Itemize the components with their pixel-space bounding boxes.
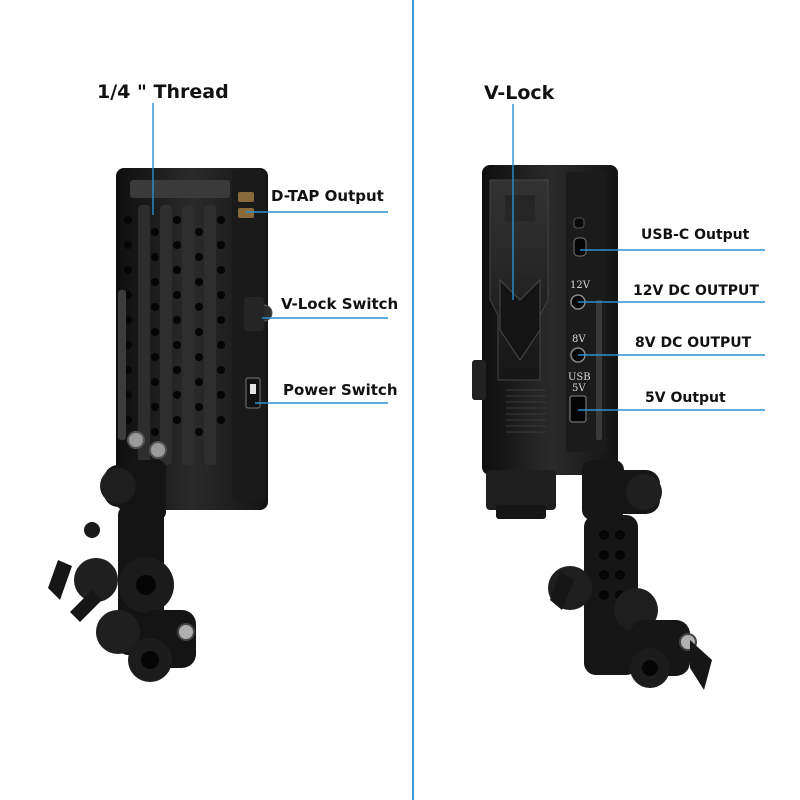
left-device-top-rail (130, 180, 230, 198)
callout-8v-label: 8V DC OUTPUT (635, 335, 752, 351)
dtap-port (238, 192, 254, 202)
callout-vlock-label: V-Lock (484, 82, 555, 104)
callout-vlock-switch-label: V-Lock Switch (281, 295, 399, 313)
usbc-port (573, 237, 587, 257)
marking-8v: 8V (572, 334, 586, 345)
right-rod-clamp-assembly (548, 460, 712, 690)
threaded-holes (124, 216, 225, 436)
marking-12v: 12V (570, 280, 591, 291)
callout-lines (152, 103, 765, 411)
port-markings: 12V 8V USB 5V (568, 280, 591, 394)
callout-5v-label: 5V Output (645, 390, 726, 406)
left-device (48, 168, 273, 682)
left-rod-clamp-assembly (48, 460, 196, 682)
callout-dtap-label: D-TAP Output (271, 187, 384, 205)
right-device (472, 165, 712, 690)
mount-knob (149, 441, 167, 459)
vent-grille (506, 389, 546, 433)
mount-knob (127, 431, 145, 449)
callout-thread-label: 1/4 " Thread (97, 81, 229, 103)
callout-12v-label: 12V DC OUTPUT (633, 283, 759, 299)
usb-a-port (569, 395, 587, 423)
callout-power-switch-label: Power Switch (283, 381, 398, 399)
marking-5v: 5V (572, 383, 586, 394)
callout-usbc-label: USB-C Output (641, 227, 750, 243)
marking-usb: USB (568, 372, 591, 383)
left-device-side-panel (232, 170, 266, 500)
dtap-port (238, 208, 254, 218)
